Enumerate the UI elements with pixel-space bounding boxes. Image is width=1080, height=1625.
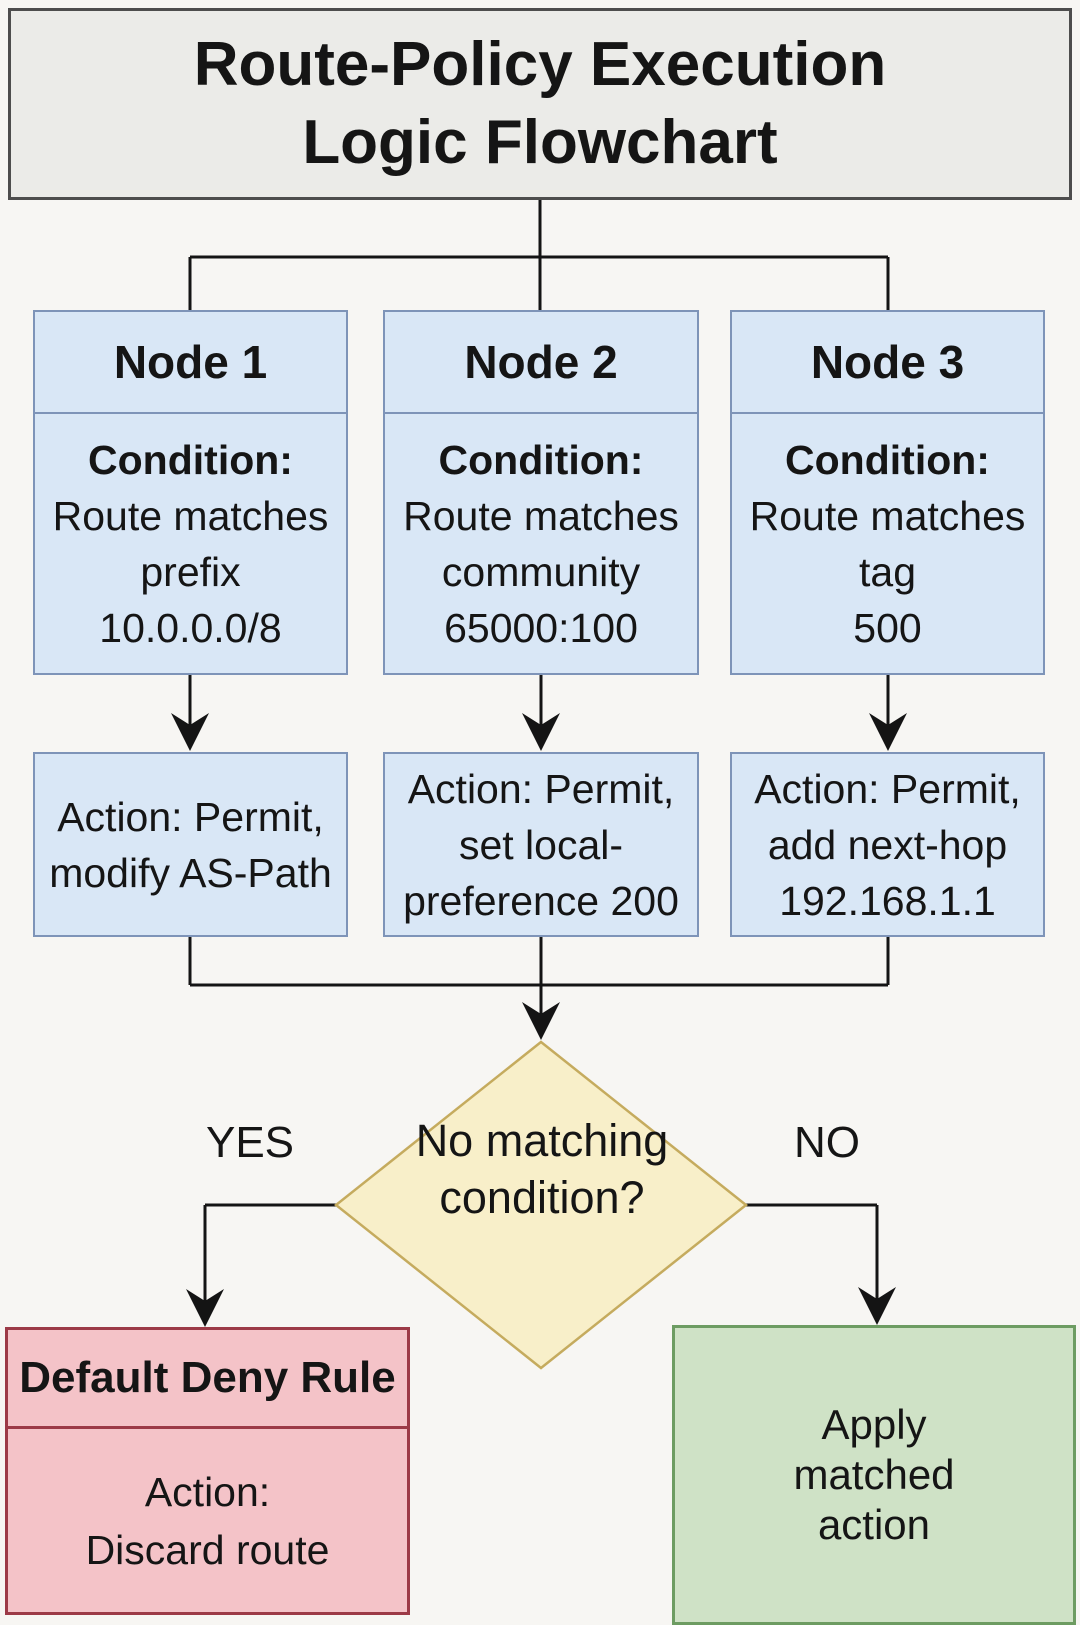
flowchart-title-line-2: Logic Flowchart (302, 108, 778, 177)
node-3-condition: Condition: Route matches tag 500 (732, 414, 1043, 673)
node-2-condition-line: community (441, 548, 641, 595)
node-2-box: Node 2 Condition: Route matches communit… (383, 310, 699, 675)
default-deny-action: Action: Discard route (8, 1429, 407, 1612)
node-1-condition: Condition: Route matches prefix 10.0.0.0… (35, 414, 346, 673)
decision-label: No matching condition? (340, 1112, 744, 1226)
action-box-2: Action: Permit, set local- preference 20… (383, 752, 699, 937)
action-1-line: Action: Permit, (57, 793, 324, 840)
action-box-1: Action: Permit, modify AS-Path (33, 752, 348, 937)
node-3-condition-line: Route matches (749, 492, 1026, 539)
default-deny-header: Default Deny Rule (8, 1330, 407, 1429)
node-3-condition-title: Condition: (785, 436, 990, 483)
arrowhead-node-3 (869, 713, 907, 751)
default-deny-line-1: Action: (144, 1468, 271, 1515)
flowchart-title-line-1: Route-Policy Execution (193, 30, 887, 99)
node-2-condition-line: 65000:100 (444, 604, 638, 651)
action-2-line: preference 200 (403, 877, 679, 924)
node-1-condition-line: 10.0.0.0/8 (99, 604, 282, 651)
default-deny-line-2: Discard route (85, 1526, 330, 1573)
apply-action-line-1: Apply (821, 1401, 927, 1448)
flowchart-title: Route-Policy Execution Logic Flowchart (8, 8, 1072, 200)
arrowhead-node-2 (522, 713, 560, 751)
arrowhead-yes (186, 1289, 224, 1327)
yes-label: YES (205, 1118, 295, 1167)
node-3-box: Node 3 Condition: Route matches tag 500 (730, 310, 1045, 675)
decision-diamond (333, 1040, 749, 1370)
action-3-line: add next-hop (767, 821, 1008, 868)
arrowhead-node-1 (171, 713, 209, 751)
action-3-line: 192.168.1.1 (779, 877, 996, 924)
arrowhead-no (858, 1287, 896, 1325)
action-box-3: Action: Permit, add next-hop 192.168.1.1 (730, 752, 1045, 937)
apply-action-line-2: matched (793, 1451, 955, 1498)
node-2-condition: Condition: Route matches community 65000… (385, 414, 697, 673)
apply-action-box: Apply matched action (672, 1325, 1076, 1625)
no-label: NO (794, 1118, 860, 1167)
node-3-condition-line: 500 (853, 604, 922, 651)
action-2-line: set local- (458, 821, 624, 868)
apply-action-line-3: action (817, 1501, 931, 1548)
node-2-header: Node 2 (385, 312, 697, 414)
node-2-condition-title: Condition: (438, 436, 644, 483)
action-1-line: modify AS-Path (49, 849, 332, 896)
node-1-header: Node 1 (35, 312, 346, 414)
node-1-condition-line: prefix (140, 548, 241, 595)
arrowhead-decision (522, 1002, 560, 1040)
node-3-header: Node 3 (732, 312, 1043, 414)
decision-label-line-2: condition? (439, 1172, 645, 1223)
action-3-line: Action: Permit, (754, 765, 1021, 812)
node-2-condition-line: Route matches (403, 492, 679, 539)
decision-label-line-1: No matching (415, 1115, 669, 1166)
node-1-box: Node 1 Condition: Route matches prefix 1… (33, 310, 348, 675)
action-2-line: Action: Permit, (407, 765, 675, 812)
node-1-condition-line: Route matches (52, 492, 329, 539)
node-3-condition-line: tag (859, 548, 916, 595)
node-1-condition-title: Condition: (88, 436, 293, 483)
default-deny-box: Default Deny Rule Action: Discard route (5, 1327, 410, 1615)
